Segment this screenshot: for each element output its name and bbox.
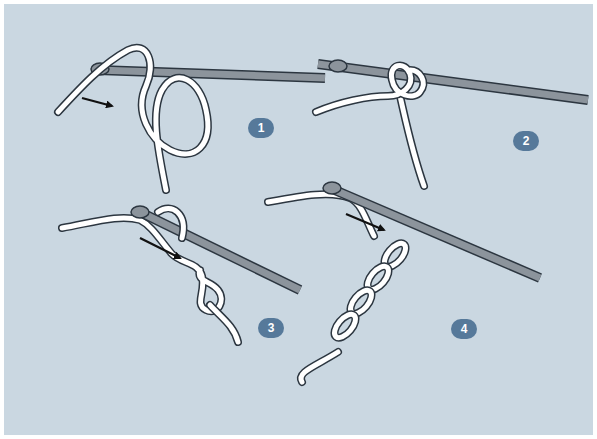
callout-number: 3 — [258, 318, 284, 338]
callout-number: 2 — [513, 131, 539, 151]
callout-number: 4 — [451, 319, 477, 339]
callout-number: 1 — [248, 118, 274, 138]
